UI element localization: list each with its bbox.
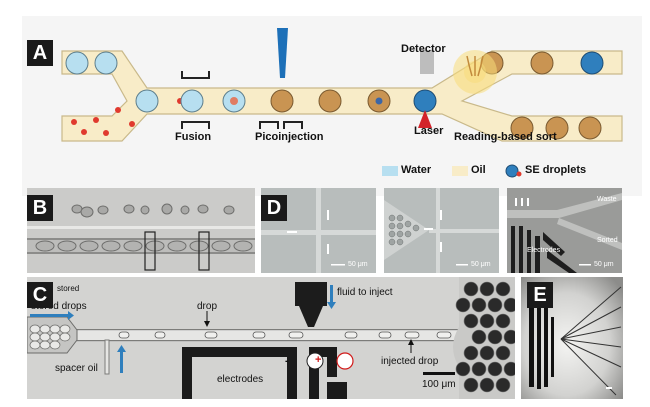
brown-droplet bbox=[530, 51, 554, 75]
spacer-oil-arrow bbox=[120, 351, 123, 373]
c-label-electrodes: electrodes bbox=[217, 374, 264, 385]
c-label-scale: 100 μm bbox=[422, 379, 456, 390]
water-droplet bbox=[65, 51, 89, 75]
d-scale-1: 50 μm bbox=[348, 261, 368, 268]
sort-electrode bbox=[477, 55, 484, 77]
detector-box bbox=[420, 50, 434, 74]
fusion-electrode-top bbox=[181, 71, 210, 79]
se-red-dot bbox=[103, 130, 109, 136]
injector-needle bbox=[277, 28, 288, 78]
label-picoinjection: Picoinjection bbox=[255, 131, 324, 143]
label-reading-sort: Reading-based sort bbox=[454, 131, 557, 143]
d-label-waste: Waste bbox=[597, 196, 617, 203]
se-red-dot bbox=[81, 129, 87, 135]
sort-electrode bbox=[466, 55, 473, 77]
c-label-injected-drop: injected drop bbox=[381, 356, 439, 367]
se-red-dot bbox=[71, 119, 77, 125]
c-label-drop: drop bbox=[197, 301, 218, 312]
electrode-box bbox=[144, 231, 156, 271]
c-label-spacer-oil: spacer oil bbox=[55, 363, 98, 374]
legend-oil-swatch bbox=[452, 166, 468, 176]
brown-droplet bbox=[270, 89, 294, 113]
fusion-electrode-bottom bbox=[181, 121, 210, 129]
water-droplet bbox=[94, 51, 118, 75]
d-scale-2: 50 μm bbox=[471, 261, 491, 268]
c-plus-sign: + bbox=[315, 354, 322, 366]
c-label-fluid: fluid to inject bbox=[337, 287, 393, 298]
electrode-left bbox=[182, 347, 297, 399]
legend-oil-label: Oil bbox=[471, 164, 486, 176]
pico-electrode bbox=[283, 121, 303, 129]
blue-droplet bbox=[413, 89, 437, 113]
brown-droplet bbox=[545, 116, 569, 140]
se-red-dot bbox=[115, 107, 121, 113]
d-label-sorted: Sorted bbox=[597, 237, 618, 244]
label-laser: Laser bbox=[414, 125, 444, 137]
scale-bar bbox=[423, 372, 455, 375]
stored-drops-arrow bbox=[30, 314, 68, 317]
d-label-electrodes: Electrodes bbox=[527, 247, 561, 254]
panel-a-diagram bbox=[61, 28, 623, 178]
panel-b-label: B bbox=[27, 195, 53, 221]
panel-d-label: D bbox=[261, 195, 287, 221]
c-minus-sign: - bbox=[285, 355, 289, 367]
laser-beam bbox=[418, 110, 432, 128]
c-label-stored: stored bbox=[57, 284, 80, 293]
panel-c-label: C bbox=[27, 282, 53, 308]
panel-e-label: E bbox=[527, 282, 553, 308]
blue-droplet bbox=[580, 51, 604, 75]
pico-electrode bbox=[259, 121, 279, 129]
legend-se-droplet bbox=[505, 164, 519, 178]
water-droplet bbox=[135, 89, 159, 113]
water-droplet bbox=[180, 89, 204, 113]
legend-se-label: SE droplets bbox=[525, 164, 587, 176]
panel-e-micrograph bbox=[521, 277, 623, 399]
brown-droplet bbox=[578, 116, 602, 140]
se-red-dot bbox=[93, 117, 99, 123]
panel-a-label: A bbox=[27, 40, 53, 66]
se-red-dot bbox=[129, 121, 135, 127]
plus-terminal bbox=[336, 352, 354, 370]
c-label-stored-drops: stored drops bbox=[31, 301, 87, 312]
brown-droplet bbox=[510, 116, 534, 140]
panel-c-micrograph: stored stored drops drop fluid to inject… bbox=[27, 277, 515, 399]
injection-nozzle bbox=[295, 282, 327, 306]
minus-terminal bbox=[306, 352, 324, 370]
fluid-arrow bbox=[330, 285, 333, 303]
panel-d-micrograph-2: 50 μm bbox=[384, 188, 499, 273]
label-detector: Detector bbox=[401, 43, 446, 55]
d-scale-3: 50 μm bbox=[594, 261, 614, 268]
panel-b-micrograph bbox=[27, 188, 255, 273]
legend-water-label: Water bbox=[401, 164, 432, 176]
brown-droplet bbox=[318, 89, 342, 113]
label-fusion: Fusion bbox=[175, 131, 212, 143]
legend-water-swatch bbox=[382, 166, 398, 176]
panel-d-micrograph-3: Waste Sorted Electrodes 50 μm bbox=[507, 188, 622, 273]
electrode-box bbox=[198, 231, 210, 271]
